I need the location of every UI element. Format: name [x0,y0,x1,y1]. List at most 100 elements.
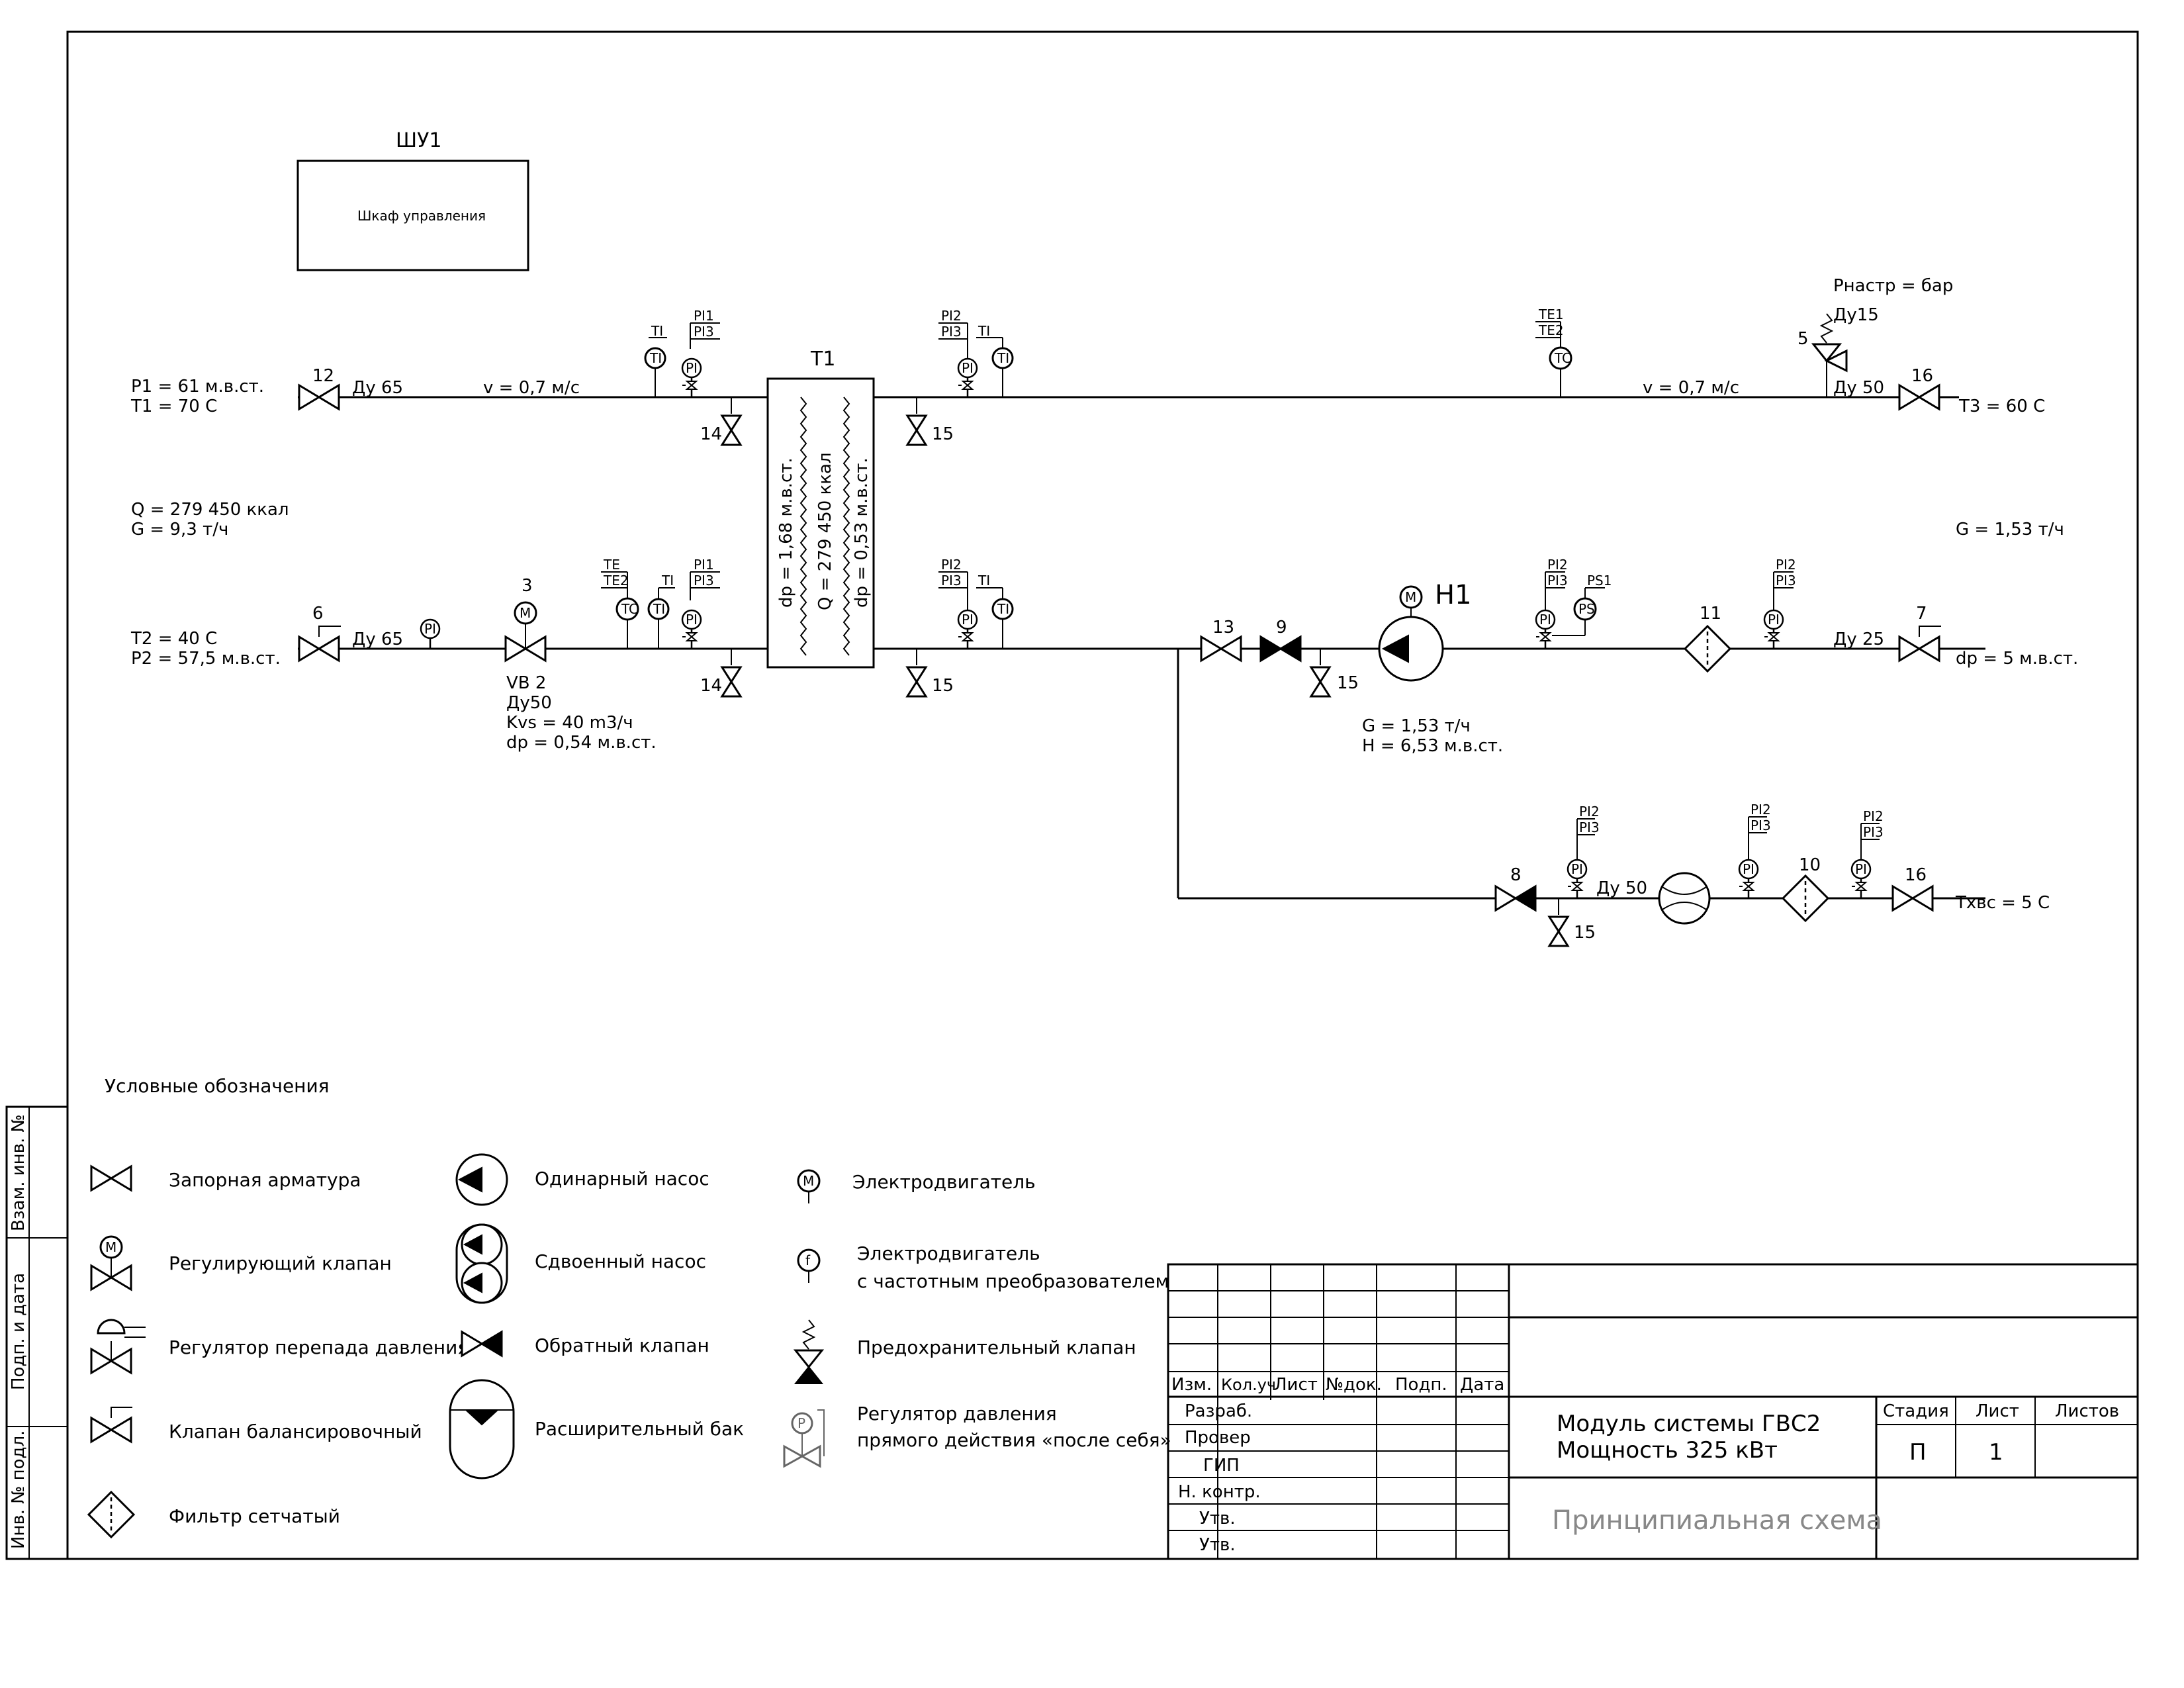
legend-item-6: Сдвоенный насос [535,1250,706,1272]
tb-sheet-h: Лист [1976,1401,2019,1421]
vent-15-cold-label: 15 [1574,923,1596,943]
drain-14-top[interactable] [721,414,742,446]
valve-12-label: 12 [312,366,334,386]
valve-12[interactable] [298,384,340,410]
t3-label: T3 = 60 C [1958,397,2045,416]
side-stamp-1: Взам. инв. № [9,1114,28,1231]
legend-item-11: с частотным преобразователем [857,1270,1169,1292]
legend-safety-icon [793,1349,825,1369]
legend-item-4: Фильтр сетчатый [169,1505,340,1527]
legend-m-symbol-2: M [803,1173,814,1189]
cv-tag: VB 2 [506,673,546,693]
safety-no: 5 [1797,329,1809,349]
vent-15-circ-label: 15 [1337,673,1359,693]
info-p2: P2 = 57,5 м.в.ст. [131,649,281,669]
pi2-tag-circ: PI2 [1547,557,1568,573]
ti-label-2: TI [997,350,1009,366]
legend-item-13: Регулятор давления [857,1403,1057,1425]
supply-velocity: v = 0,7 м/с [483,378,580,398]
safety-set: Рнастр = бар [1833,276,1953,296]
drain-14-bottom[interactable] [721,666,742,698]
valve-13[interactable] [1200,635,1242,662]
vent-15-bottom[interactable] [906,666,927,698]
left-info: P1 = 61 м.в.ст. T1 = 70 C Q = 279 450 кк… [130,377,289,669]
check-8-label: 8 [1510,865,1522,885]
check-9-label: 9 [1276,618,1287,637]
legend-item-1: Регулирующий клапан [169,1252,392,1274]
legend-item-8: Расширительный бак [535,1418,744,1440]
info-g: G = 9,3 т/ч [131,520,228,539]
valve-13-label: 13 [1212,618,1234,637]
tb-stage: П [1909,1439,1927,1466]
cabinet-label: Шкаф управления [357,208,486,224]
pump-g: G = 1,53 т/ч [1362,716,1471,736]
pi-label-2: PI [962,360,974,376]
pi3-tag-ret-3: PI3 [941,573,962,588]
tb-col-izm: Изм. [1171,1375,1212,1395]
tb-role-2: ГИП [1203,1456,1240,1476]
legend-f-symbol: f [805,1252,811,1268]
ti-label-ret-2: TI [997,601,1009,617]
pi2-tag-cold-3: PI2 [1863,808,1884,824]
exchanger-dp2: dp = 0,53 м.в.ст. [852,457,872,608]
vent-15-circ[interactable] [1310,666,1331,698]
legend-item-14: прямого действия «после себя» [857,1429,1171,1451]
legend-title: Условные обозначения [105,1075,330,1097]
tb-role-0: Разраб. [1185,1401,1252,1421]
ti-label: TI [649,350,662,366]
return-line: 6 Ду 65 PI M 3 VB 2 Ду50 Kvs = 40 m3/ч d… [298,557,1178,753]
info-q: Q = 279 450 ккал [131,500,289,520]
filter-11[interactable] [1684,625,1731,673]
legend: Условные обозначения Запорная арматура M… [87,1075,1171,1538]
tc-label: TC [1554,350,1571,366]
legend-filter-icon [87,1491,135,1538]
pi-label-ret-2: PI [686,612,698,628]
supply-velocity-right: v = 0,7 м/с [1643,378,1739,398]
vent-15-bottom-label: 15 [932,676,954,696]
legend-item-7: Обратный клапан [535,1335,709,1356]
pi3-tag-cold-3: PI3 [1863,824,1884,840]
cold-dn: Ду 50 [1596,878,1647,898]
legend-item-10: Электродвигатель [857,1243,1040,1264]
balancing-valve-6[interactable] [298,635,340,662]
pi-label-cold-3: PI [1855,861,1867,877]
filter-10[interactable] [1782,874,1829,922]
balancing-valve-7[interactable] [1898,635,1940,662]
legend-item-0: Запорная арматура [169,1169,361,1191]
cv-kvs: Kvs = 40 m3/ч [506,713,633,733]
pi2-tag-cold: PI2 [1579,804,1600,820]
check-valve-9[interactable] [1259,635,1302,662]
check-valve-8[interactable] [1494,885,1537,912]
ti-tag-ret-2: TI [978,573,990,588]
legend-tank-icon [449,1379,515,1479]
supply-right-dn: Ду 50 [1833,378,1884,398]
supply-line: 12 Ду 65 v = 0,7 м/с TI TI PI PI1 PI3 14… [298,276,2045,446]
te1-tag: TE1 [1538,306,1564,322]
legend-gate-icon [90,1165,132,1192]
safety-valve-5[interactable] [1811,343,1843,363]
pi-label-ret-3: PI [962,612,974,628]
pi2-tag-ret-3: PI2 [941,557,962,573]
drain-14-top-label: 14 [700,424,722,444]
valve-16-cold[interactable] [1891,885,1934,912]
legend-prv-icon: P [783,1409,825,1468]
valve-16-top-label: 16 [1911,366,1933,386]
safety-dn: Ду15 [1833,305,1879,325]
heat-exchanger-t1: T1 dp = 1,68 м.в.ст. Q = 279 450 ккал dp… [766,348,875,669]
ps1-tag: PS1 [1587,573,1612,588]
legend-balancing-icon [90,1417,132,1443]
txvs-label: Тхвс = 5 С [1955,893,2050,913]
circ-g-right: G = 1,53 т/ч [1956,520,2064,539]
tb-role-1: Провер [1185,1428,1251,1448]
valve-16-top[interactable] [1898,384,1940,410]
pump-tag: H1 [1435,580,1472,610]
tb-name-1: Модуль системы ГВС2 [1557,1411,1821,1437]
pi1-tag: PI1 [694,308,714,324]
side-stamp: Взам. инв. № Подп. и дата Инв. № подл. [5,1105,69,1560]
tb-col-kol: Кол.уч [1221,1376,1276,1394]
legend-item-2: Регулятор перепада давления [169,1336,469,1358]
vent-15-cold[interactable] [1548,915,1569,947]
vent-15-top[interactable] [906,414,927,446]
te2-tag-ret: TE2 [603,573,629,588]
pi-label-cold-2: PI [1743,861,1754,877]
